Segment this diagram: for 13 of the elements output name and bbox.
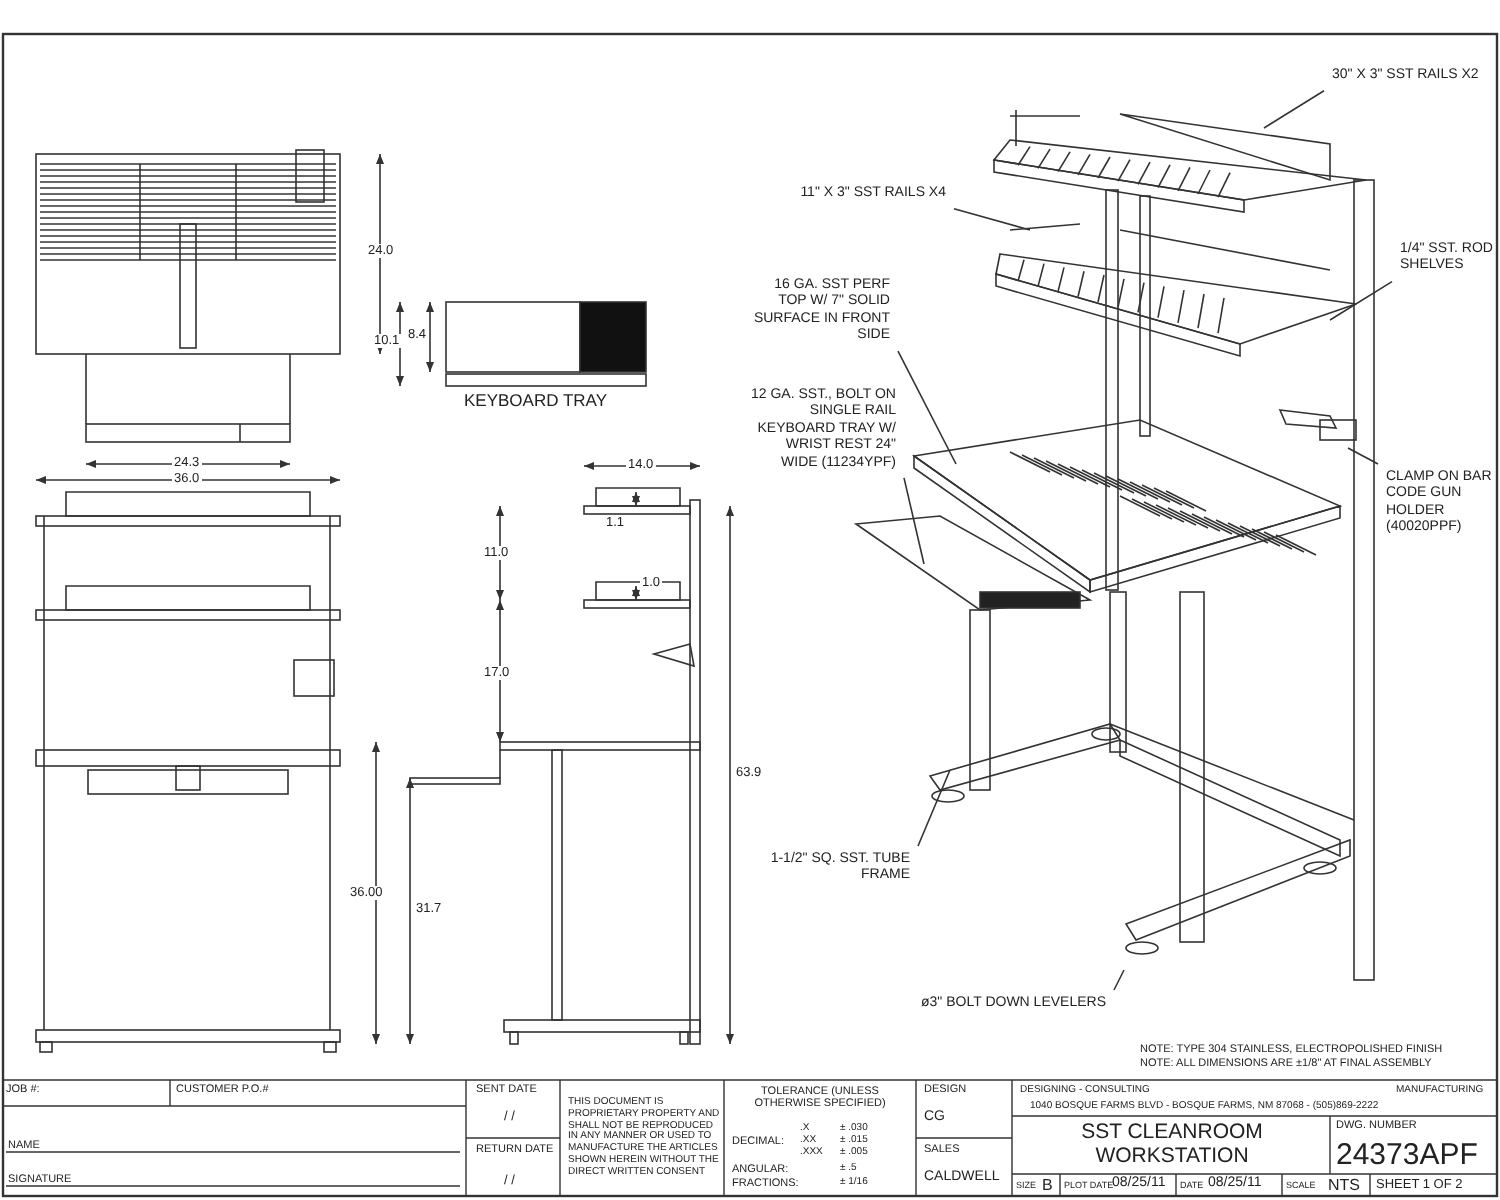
leader-line <box>903 477 925 565</box>
leader-line <box>1263 90 1325 129</box>
leader-line <box>953 208 1031 231</box>
view-title: KEYBOARD TRAY <box>464 392 607 412</box>
leader-line <box>1329 280 1393 321</box>
drawing-number: 24373APF <box>1336 1138 1478 1173</box>
leader-line <box>897 350 957 465</box>
leader-line <box>1347 447 1379 465</box>
leader-line <box>1113 969 1125 991</box>
drawing-title: SST CLEANROOM WORKSTATION <box>1079 1120 1265 1169</box>
field-value: B <box>1042 1176 1053 1195</box>
leader-line <box>917 769 951 847</box>
field-value: NTS <box>1328 1176 1360 1195</box>
